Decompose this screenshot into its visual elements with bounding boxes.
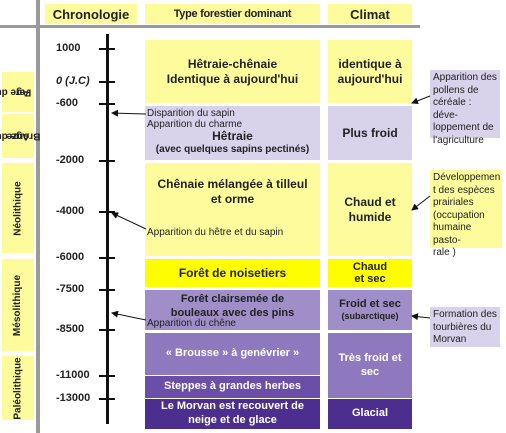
tick-1000	[99, 48, 115, 50]
header-climate: Climat	[328, 4, 412, 24]
timeline-axis	[106, 34, 109, 424]
period-iron-age: Age duFer	[0, 72, 34, 112]
header-chronology: Chronologie	[45, 4, 137, 24]
forest-noisetiers: Forêt de noisetiers	[145, 259, 320, 287]
arrow-prairiales	[411, 195, 431, 211]
date-6000: -6000	[56, 251, 85, 263]
left-rule	[36, 0, 40, 433]
date-4000: -4000	[56, 205, 85, 217]
tick-600	[99, 103, 115, 105]
tick-7500	[99, 289, 115, 291]
date-11000: -11000	[56, 369, 90, 381]
tick-0	[99, 81, 115, 83]
event-chene: Apparition du chêne	[147, 318, 236, 329]
tick-4000	[99, 211, 115, 213]
climate-froid-sec: Froid et sec(subarctique)	[328, 290, 412, 330]
period-bronze-age: Age duBronze	[0, 114, 40, 158]
tick-13000	[99, 398, 115, 400]
date-1000: 1000	[56, 42, 81, 54]
period-neolithic: Néolithique	[2, 163, 34, 253]
date-600: -600	[56, 97, 79, 109]
tick-2000	[99, 160, 115, 162]
date-13000: -13000	[56, 392, 91, 404]
climate-plus-froid: Plus froid	[328, 106, 412, 160]
forest-steppes: Steppes à grandes herbes	[145, 376, 320, 398]
header-forest-type: Type forestier dominant	[145, 4, 320, 24]
climate-glacial: Glacial	[328, 399, 412, 429]
date-0: 0 (J.C)	[56, 75, 90, 87]
tick-8500	[99, 329, 115, 331]
date-8500: -8500	[56, 323, 85, 335]
date-2000: -2000	[56, 154, 85, 166]
tick-6000	[99, 257, 115, 259]
arrow-cereales	[411, 95, 431, 105]
forest-brousse-genevrier: « Brousse » à genévrier »	[145, 333, 320, 375]
event-hetre-sapin: Apparition du hêtre et du sapin	[147, 227, 284, 238]
forest-hetraie: Hêtraie(avec quelques sapins pectinés)	[145, 106, 320, 160]
arrow-sapin	[111, 109, 147, 117]
top-rule	[0, 25, 420, 28]
event-sapin-disparition: Disparition du sapin	[147, 108, 235, 119]
tick-11000	[99, 375, 115, 377]
date-7500: -7500	[56, 283, 85, 295]
arrow-chene	[111, 310, 147, 321]
period-paleolithic: Paléolithique	[2, 356, 34, 420]
arrow-tourbieres	[411, 313, 431, 321]
event-charme-apparition: Apparition du charme	[147, 119, 243, 130]
arrow-hetre-sapin	[111, 212, 147, 230]
period-mesolithic: Mésolithique	[2, 259, 34, 351]
